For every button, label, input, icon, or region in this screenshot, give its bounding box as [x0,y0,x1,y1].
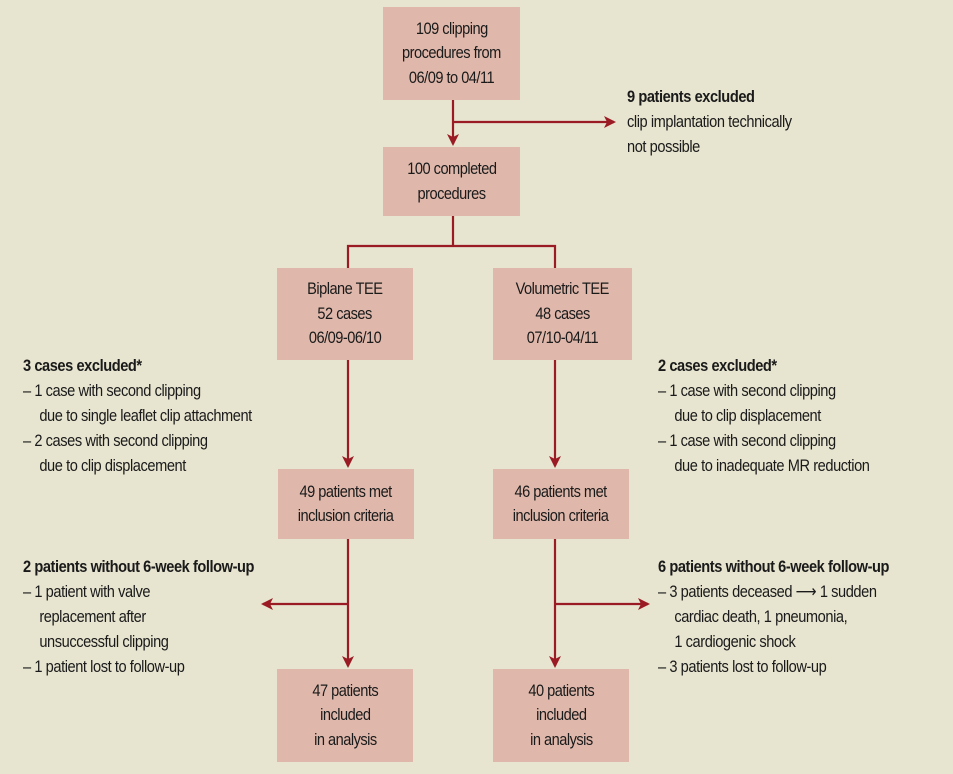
note-line: – 1 case with second clipping [658,431,836,450]
note-line: – 1 case with second clipping [658,381,836,400]
note-volumetric-followup: 6 patients without 6-week follow-up – 3 … [658,554,927,679]
note-line: – 1 patient with valve [23,582,151,601]
box-line: in analysis [313,729,377,749]
note-biplane-followup: 2 patients without 6-week follow-up – 1 … [23,554,292,679]
box-line: 47 patients [312,680,378,700]
note-line: replacement after [39,607,146,626]
note-line: – 3 patients lost to follow-up [658,657,827,676]
box-line: 49 patients met [299,481,393,501]
note-title: 2 cases excluded* [658,356,777,375]
note-line: – 2 cases with second clipping [23,431,208,450]
box-line: 46 patients met [514,481,608,501]
box-line: procedures [417,183,487,203]
note-line: not possible [627,137,700,156]
note-line: cardiac death, 1 pneumonia, [674,607,848,626]
box-line: in analysis [529,729,593,749]
box-line: inclusion criteria [298,506,394,525]
note-title: 6 patients without 6-week follow-up [658,557,890,576]
note-volumetric-exclusion: 2 cases excluded* – 1 case with second c… [658,353,904,478]
box-line: 06/09-06/10 [308,328,382,348]
box-line: included [319,705,371,725]
note-line: – 1 patient lost to follow-up [23,657,185,676]
note-line: 1 cardiogenic shock [674,632,796,651]
note-title: 2 patients without 6-week follow-up [23,557,255,576]
box-line: 109 clipping [415,18,488,38]
box-line: 48 cases [535,303,590,323]
note-line: due to single leaflet clip attachment [39,406,252,425]
note-biplane-exclusion: 3 cases excluded* – 1 case with second c… [23,353,289,478]
note-title: 9 patients excluded [627,87,755,106]
box-line: 06/09 to 04/11 [408,67,495,87]
note-line: due to inadequate MR reduction [674,456,870,475]
box-initial-procedures: 109 clipping procedures from 06/09 to 04… [383,7,520,100]
note-line: unsuccessful clipping [39,632,169,651]
note-line: due to clip displacement [674,406,821,425]
box-volumetric-included-in-analysis: 40 patients included in analysis [493,669,629,762]
box-biplane-tee: Biplane TEE 52 cases 06/09-06/10 [277,268,413,360]
box-volumetric-inclusion-criteria: 46 patients met inclusion criteria [493,469,629,539]
box-line: included [535,705,587,725]
note-initial-exclusion: 9 patients excluded clip implantation te… [627,84,819,159]
note-line: due to clip displacement [39,456,186,475]
box-line: 100 completed [406,159,497,178]
box-line: Volumetric TEE [515,279,610,299]
connector-split [346,244,557,268]
box-volumetric-tee: Volumetric TEE 48 cases 07/10-04/11 [493,268,632,360]
box-completed-procedures: 100 completed procedures [383,147,520,216]
box-line: procedures from [402,43,501,63]
box-line: inclusion criteria [513,506,609,525]
note-line: – 3 patients deceased ⟶ 1 sudden [658,582,877,601]
note-title: 3 cases excluded* [23,356,142,375]
box-line: Biplane TEE [307,279,383,299]
box-biplane-inclusion-criteria: 49 patients met inclusion criteria [278,469,414,539]
note-line: clip implantation technically [627,112,792,131]
note-line: – 1 case with second clipping [23,381,201,400]
box-line: 40 patients [528,680,594,700]
box-biplane-included-in-analysis: 47 patients included in analysis [277,669,413,762]
box-line: 52 cases [317,303,373,323]
box-line: 07/10-04/11 [526,328,599,348]
